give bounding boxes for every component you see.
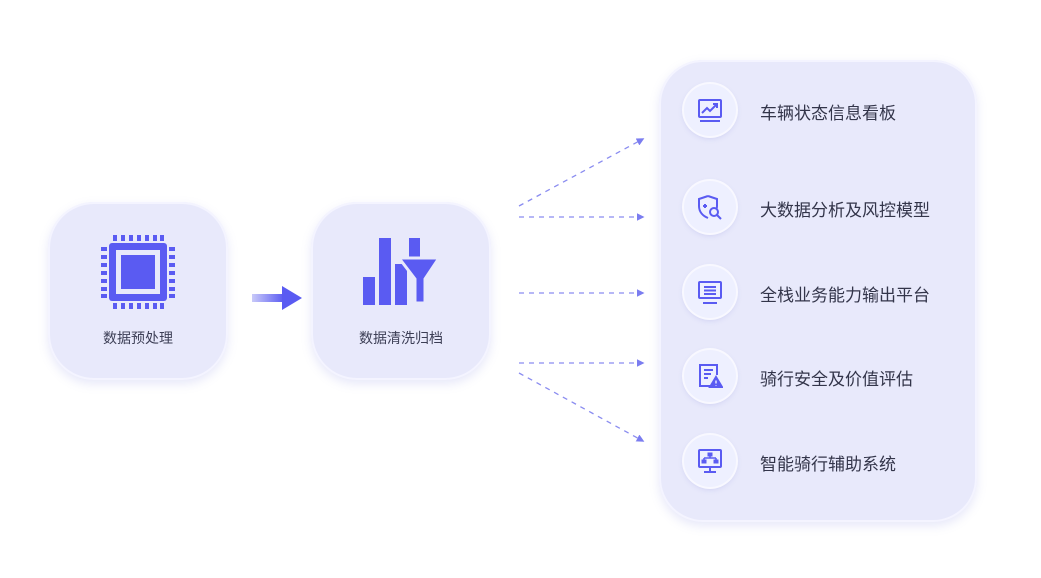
- output-item-risk-model: 大数据分析及风控模型: [684, 181, 974, 233]
- preprocess-card: 数据预处理: [48, 202, 228, 380]
- flow-arrow-icon: [252, 286, 302, 310]
- output-icon-circle: [684, 181, 736, 233]
- cpu-chip-icon: [101, 235, 175, 309]
- monitor-icon: [698, 281, 722, 304]
- bar-filter-icon: [363, 238, 441, 305]
- shield-search-icon: [698, 195, 722, 220]
- preprocess-label: 数据预处理: [103, 331, 173, 347]
- output-icon-circle: [684, 435, 736, 487]
- output-icon-circle: [684, 350, 736, 402]
- network-monitor-icon: [698, 449, 722, 473]
- connector-line-5: [518, 372, 645, 442]
- output-label: 智能骑行辅助系统: [760, 455, 896, 475]
- output-label: 全栈业务能力输出平台: [760, 286, 930, 306]
- output-label: 车辆状态信息看板: [760, 104, 896, 124]
- output-item-dashboard: 车辆状态信息看板: [684, 84, 974, 136]
- clean-archive-card: 数据清洗归档: [311, 202, 491, 380]
- output-label: 大数据分析及风控模型: [760, 201, 930, 221]
- document-warning-icon: [699, 364, 723, 388]
- output-item-platform: 全栈业务能力输出平台: [684, 266, 974, 318]
- clean-archive-label: 数据清洗归档: [359, 331, 443, 347]
- chart-trend-icon: [698, 99, 722, 122]
- output-icon-circle: [684, 84, 736, 136]
- output-label: 骑行安全及价值评估: [760, 370, 913, 390]
- output-item-safety-eval: 骑行安全及价值评估: [684, 350, 974, 402]
- output-item-assist-system: 智能骑行辅助系统: [684, 435, 974, 487]
- output-icon-circle: [684, 266, 736, 318]
- connector-line-1: [518, 138, 645, 207]
